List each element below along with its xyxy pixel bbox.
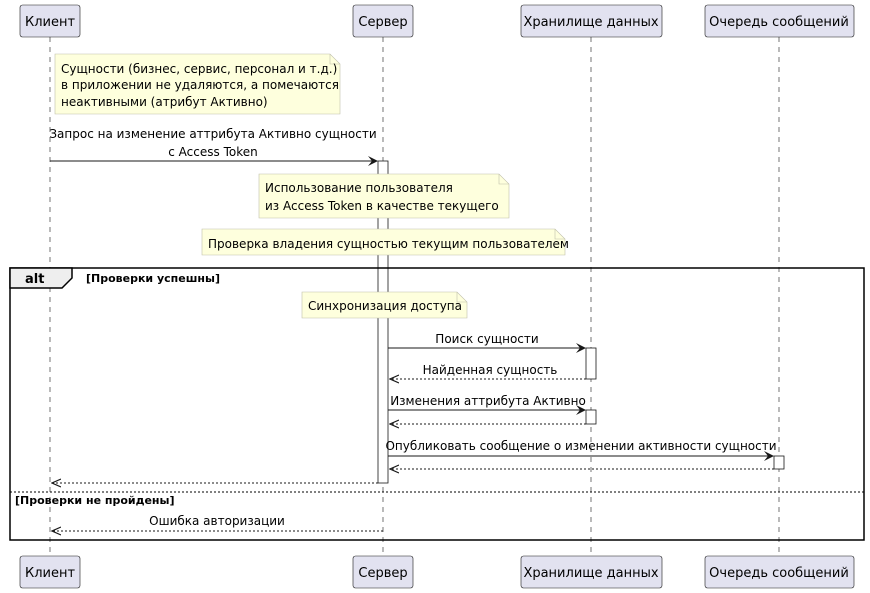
message-label: Поиск сущности	[435, 332, 538, 346]
activation-storage	[585, 347, 597, 380]
participant-box	[520, 555, 663, 589]
message-label: Изменения аттрибута Активно	[390, 394, 586, 408]
activation-queue	[773, 455, 785, 470]
alt-keyword: alt	[25, 272, 44, 287]
message-label: Найденная сущность	[423, 363, 558, 377]
participant-label: Очередь сообщений	[709, 15, 849, 30]
alt-tab	[9, 267, 73, 289]
note-line: в приложении не удаляются, а помечаются	[61, 78, 339, 92]
alt-guard-success: [Проверки успешны]	[86, 272, 220, 285]
participant-label: Сервер	[358, 15, 407, 30]
participant-box	[352, 4, 414, 38]
note-shape	[201, 228, 566, 256]
participant-queue-bottom: Очередь сообщений	[704, 555, 855, 589]
note-fold	[456, 292, 467, 303]
participant-client-top: Клиент	[19, 4, 81, 38]
alt-guard-failure: [Проверки не пройдены]	[15, 494, 175, 507]
message-label: Ошибка авторизации	[149, 514, 285, 528]
message-label: Опубликовать сообщение о изменении актив…	[385, 439, 776, 453]
message-label: с Access Token	[168, 145, 257, 159]
participant-client-bottom: Клиент	[19, 555, 81, 589]
note-shape	[301, 291, 468, 319]
participant-label: Клиент	[25, 566, 75, 581]
note-token: Использование пользователя из Access Tok…	[258, 173, 510, 219]
alt-frame: alt [Проверки успешны] [Проверки не прой…	[9, 267, 865, 541]
participant-label: Очередь сообщений	[709, 566, 849, 581]
activation-storage-update	[585, 409, 597, 425]
participant-box	[704, 555, 855, 589]
participant-box	[19, 555, 81, 589]
alt-frame-border	[9, 267, 865, 541]
note-fold	[554, 229, 565, 240]
note-line: из Access Token в качестве текущего	[265, 199, 499, 213]
note-shape	[258, 173, 510, 219]
participant-box	[19, 4, 81, 38]
participant-label: Сервер	[358, 566, 407, 581]
note-line: Синхронизация доступа	[308, 299, 462, 313]
participant-box	[704, 4, 855, 38]
participant-storage-bottom: Хранилище данных	[520, 555, 663, 589]
participant-queue-top: Очередь сообщений	[704, 4, 855, 38]
note-line: неактивными (атрибут Активно)	[61, 95, 268, 109]
note-entities: Сущности (бизнес, сервис, персонал и т.д…	[54, 53, 341, 115]
note-sync: Синхронизация доступа	[301, 291, 468, 319]
participant-box	[352, 555, 414, 589]
note-fold	[498, 174, 509, 185]
participant-label: Клиент	[25, 15, 75, 30]
participant-label: Хранилище данных	[523, 566, 658, 581]
activation-server	[377, 160, 389, 484]
message-label: Запрос на изменение аттрибута Активно су…	[49, 127, 376, 141]
participant-storage-top: Хранилище данных	[520, 4, 663, 38]
note-fold	[329, 54, 340, 65]
note-ownership: Проверка владения сущностью текущим поль…	[201, 228, 569, 256]
note-shape	[54, 53, 341, 115]
note-line: Использование пользователя	[265, 181, 453, 195]
note-line: Проверка владения сущностью текущим поль…	[208, 237, 569, 251]
participant-box	[520, 4, 663, 38]
participant-server-top: Сервер	[352, 4, 414, 38]
participant-server-bottom: Сервер	[352, 555, 414, 589]
participant-label: Хранилище данных	[523, 15, 658, 30]
note-line: Сущности (бизнес, сервис, персонал и т.д…	[61, 62, 337, 76]
